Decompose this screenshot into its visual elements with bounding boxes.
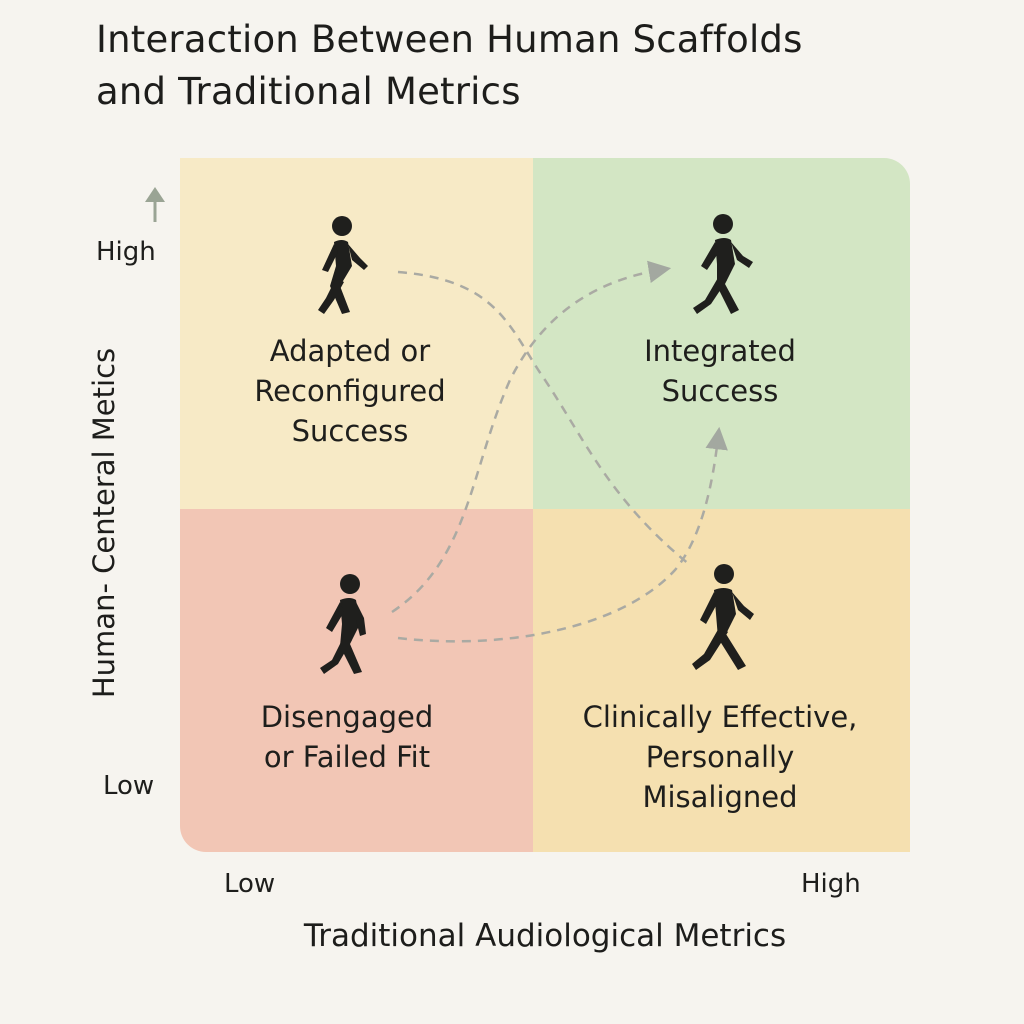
label-line: Misaligned: [642, 780, 798, 814]
x-axis-title: Traditional Audiological Metrics: [303, 918, 787, 954]
walking-person-icon: [692, 564, 754, 670]
quadrant-top-left: [180, 158, 533, 509]
label-line: Success: [661, 374, 779, 408]
walking-person-icon: [320, 574, 366, 674]
y-axis-high-label: High: [96, 237, 156, 267]
y-axis-low-label: Low: [103, 771, 155, 801]
label-line: Clinically Effective,: [582, 700, 858, 734]
arrow-up-icon: [145, 187, 165, 222]
x-axis-high-label: High: [801, 869, 861, 899]
title-line-1: Interaction Between Human Scaffolds: [96, 18, 803, 61]
title-line-2: and Traditional Metrics: [96, 70, 521, 113]
path-disengaged-to-integrated: [391, 260, 672, 614]
page-title: Interaction Between Human Scaffolds and …: [96, 14, 956, 118]
label-clinically-effective: Clinically Effective, Personally Misalig…: [540, 697, 900, 817]
path-adapted-to-misaligned: [397, 270, 691, 566]
label-line: Adapted or: [269, 334, 431, 368]
label-line: Reconfigured: [254, 374, 446, 408]
label-integrated-success: Integrated Success: [540, 331, 900, 411]
label-adapted-success: Adapted or Reconfigured Success: [180, 331, 520, 451]
label-line: Disengaged: [260, 700, 434, 734]
quadrant-bottom-left: [180, 509, 533, 852]
walking-person-icon: [693, 214, 753, 314]
path-disengaged-to-integrated-alt: [397, 426, 728, 643]
walking-person-icon: [318, 216, 368, 314]
label-disengaged-failed: Disengaged or Failed Fit: [180, 697, 514, 777]
label-line: Success: [291, 414, 409, 448]
label-line: Personally: [645, 740, 795, 774]
x-axis-low-label: Low: [224, 869, 276, 899]
label-line: or Failed Fit: [263, 740, 431, 774]
label-line: Integrated: [644, 334, 796, 368]
